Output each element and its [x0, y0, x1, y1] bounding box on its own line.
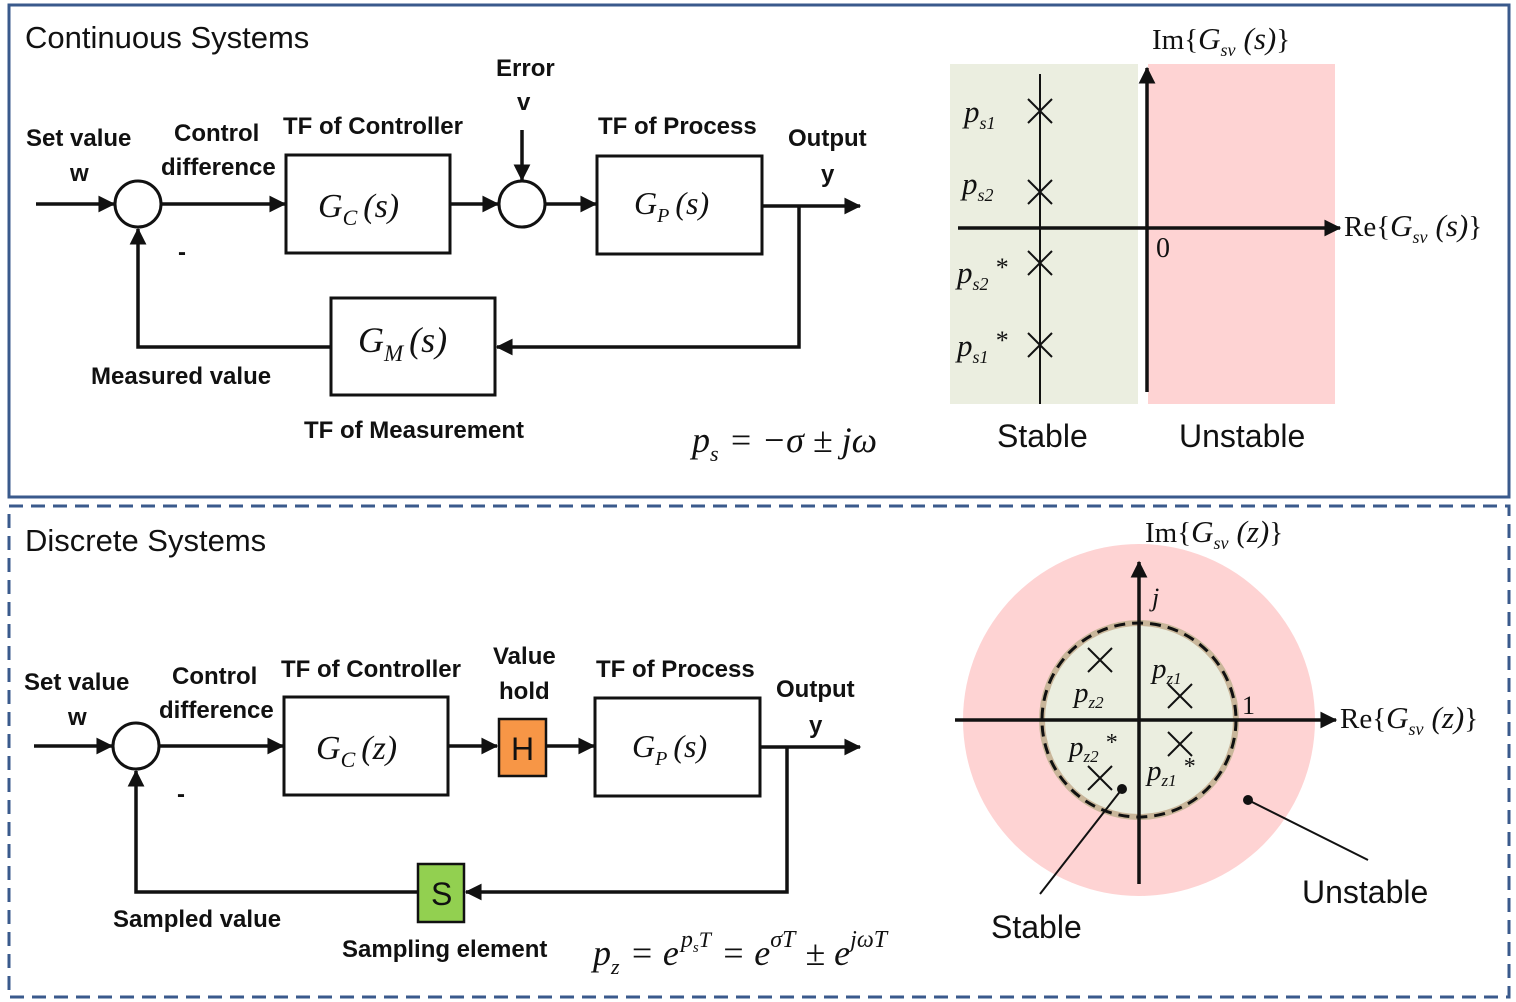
sampling-block-label: S — [431, 876, 452, 912]
summing-junction — [113, 179, 163, 229]
z-plane-plot: Im{Gsv(z)} Re{Gsv(z)} j 1 pz1 pz2 pz2* p… — [955, 514, 1478, 945]
feedback-line — [464, 747, 789, 901]
tf-controller-label: TF of Controller — [281, 656, 461, 683]
s-plane-plot: Im{Gsv(s)} Re{Gsv(s)} 0 ps1 ps2 ps2* ps1… — [950, 21, 1482, 454]
pole-label-z1-conjugate: pz1* — [1145, 754, 1195, 790]
output-label: Output — [788, 125, 867, 152]
pole-label-z2-conjugate: pz2* — [1067, 730, 1117, 766]
pole-marker-icon — [1167, 683, 1193, 709]
j-label: j — [1149, 583, 1159, 612]
set-value-symbol: w — [69, 160, 89, 187]
tf-process-label: TF of Process — [596, 656, 755, 683]
output-label: Output — [776, 676, 855, 703]
unstable-region — [1148, 64, 1335, 404]
value-label: Value — [493, 643, 556, 670]
stable-label: Stable — [997, 418, 1088, 454]
controller-tf: GC(s) — [318, 188, 399, 230]
pole-marker-icon — [1027, 98, 1053, 124]
stable-callout-line — [1039, 788, 1123, 895]
measured-value-line — [129, 227, 331, 349]
pole-marker-icon — [1087, 765, 1113, 791]
pole-marker-icon — [1027, 179, 1053, 205]
pole-marker-icon — [1087, 647, 1113, 673]
summing-junction — [111, 721, 161, 771]
re-axis-label: Re{Gsv(s)} — [1344, 208, 1482, 247]
unstable-label: Unstable — [1302, 874, 1428, 910]
process-tf: GP(s) — [632, 728, 707, 770]
pole-s2: ps2 — [960, 166, 1053, 205]
tf-controller-label: TF of Controller — [283, 113, 463, 140]
pole-s2-conjugate: ps2* — [955, 250, 1053, 294]
pole-label: ps1* — [955, 326, 1008, 367]
process-tf: GP(s) — [634, 185, 709, 227]
continuous-panel-frame — [7, 3, 1511, 499]
hold-block — [497, 717, 548, 778]
pole-label: ps2* — [955, 253, 1008, 294]
origin-label: 0 — [1156, 233, 1170, 264]
unstable-callout-line — [1247, 799, 1369, 861]
pole-marker-icon — [1167, 731, 1193, 757]
output-symbol: y — [821, 161, 835, 188]
re-axis-label: Re{Gsv(z)} — [1340, 700, 1478, 739]
pole-marker-icon — [1027, 250, 1053, 276]
tf-measurement-label: TF of Measurement — [304, 417, 524, 444]
discrete-title: Discrete Systems — [25, 523, 266, 558]
controller-block — [282, 695, 450, 797]
im-axis-label: Im{Gsv(s)} — [1152, 21, 1290, 60]
sampling-element-label: Sampling element — [342, 936, 547, 963]
process-block — [593, 696, 762, 798]
disturbance-junction — [497, 179, 547, 229]
pole-label: ps2 — [960, 166, 994, 205]
measurement-tf: GM(s) — [358, 320, 447, 366]
discrete-panel-frame — [7, 504, 1511, 999]
minus-sign: - — [177, 781, 185, 808]
im-axis-label: Im{Gsv(z)} — [1145, 514, 1283, 553]
difference-label: difference — [161, 154, 276, 181]
set-value-symbol: w — [67, 704, 87, 731]
stable-region — [950, 64, 1138, 404]
pole-marker-icon — [1027, 332, 1053, 358]
pole-label: ps1 — [962, 94, 996, 133]
control-label: Control — [174, 120, 259, 147]
continuous-panel: Continuous Systems Set value w Control d… — [7, 3, 1511, 499]
set-value-label: Set value — [24, 669, 129, 696]
measurement-block — [329, 296, 497, 397]
pole-label-z2: pz2 — [1072, 677, 1104, 712]
discrete-panel: Discrete Systems Set value w Control dif… — [7, 504, 1511, 999]
controller-tf: GC(z) — [316, 730, 397, 772]
continuous-title: Continuous Systems — [25, 20, 309, 55]
sampled-value-label: Sampled value — [113, 906, 281, 933]
difference-label: difference — [159, 697, 274, 724]
continuous-pole-formula: ps= −σ ± jω — [689, 420, 877, 466]
feedback-line — [495, 206, 801, 356]
discrete-pole-formula: pz= epsT= eσT± ejωT — [590, 927, 889, 979]
control-label: Control — [172, 663, 257, 690]
stable-label: Stable — [991, 909, 1082, 945]
minus-sign: - — [178, 239, 186, 266]
unstable-label: Unstable — [1179, 418, 1305, 454]
error-symbol: v — [517, 89, 531, 116]
hold-block-label: H — [511, 731, 534, 767]
error-label: Error — [496, 55, 555, 82]
measured-value-label: Measured value — [91, 363, 271, 390]
hold-label: hold — [499, 678, 550, 705]
output-symbol: y — [809, 712, 823, 739]
unit-label: 1 — [1242, 691, 1255, 720]
pole-s1-conjugate: ps1* — [955, 326, 1053, 367]
set-value-label: Set value — [26, 125, 131, 152]
pole-label-z1: pz1 — [1150, 653, 1182, 688]
pole-s1: ps1 — [962, 94, 1053, 133]
controller-block — [284, 153, 452, 255]
sampled-value-line — [127, 769, 418, 894]
tf-process-label: TF of Process — [598, 113, 757, 140]
